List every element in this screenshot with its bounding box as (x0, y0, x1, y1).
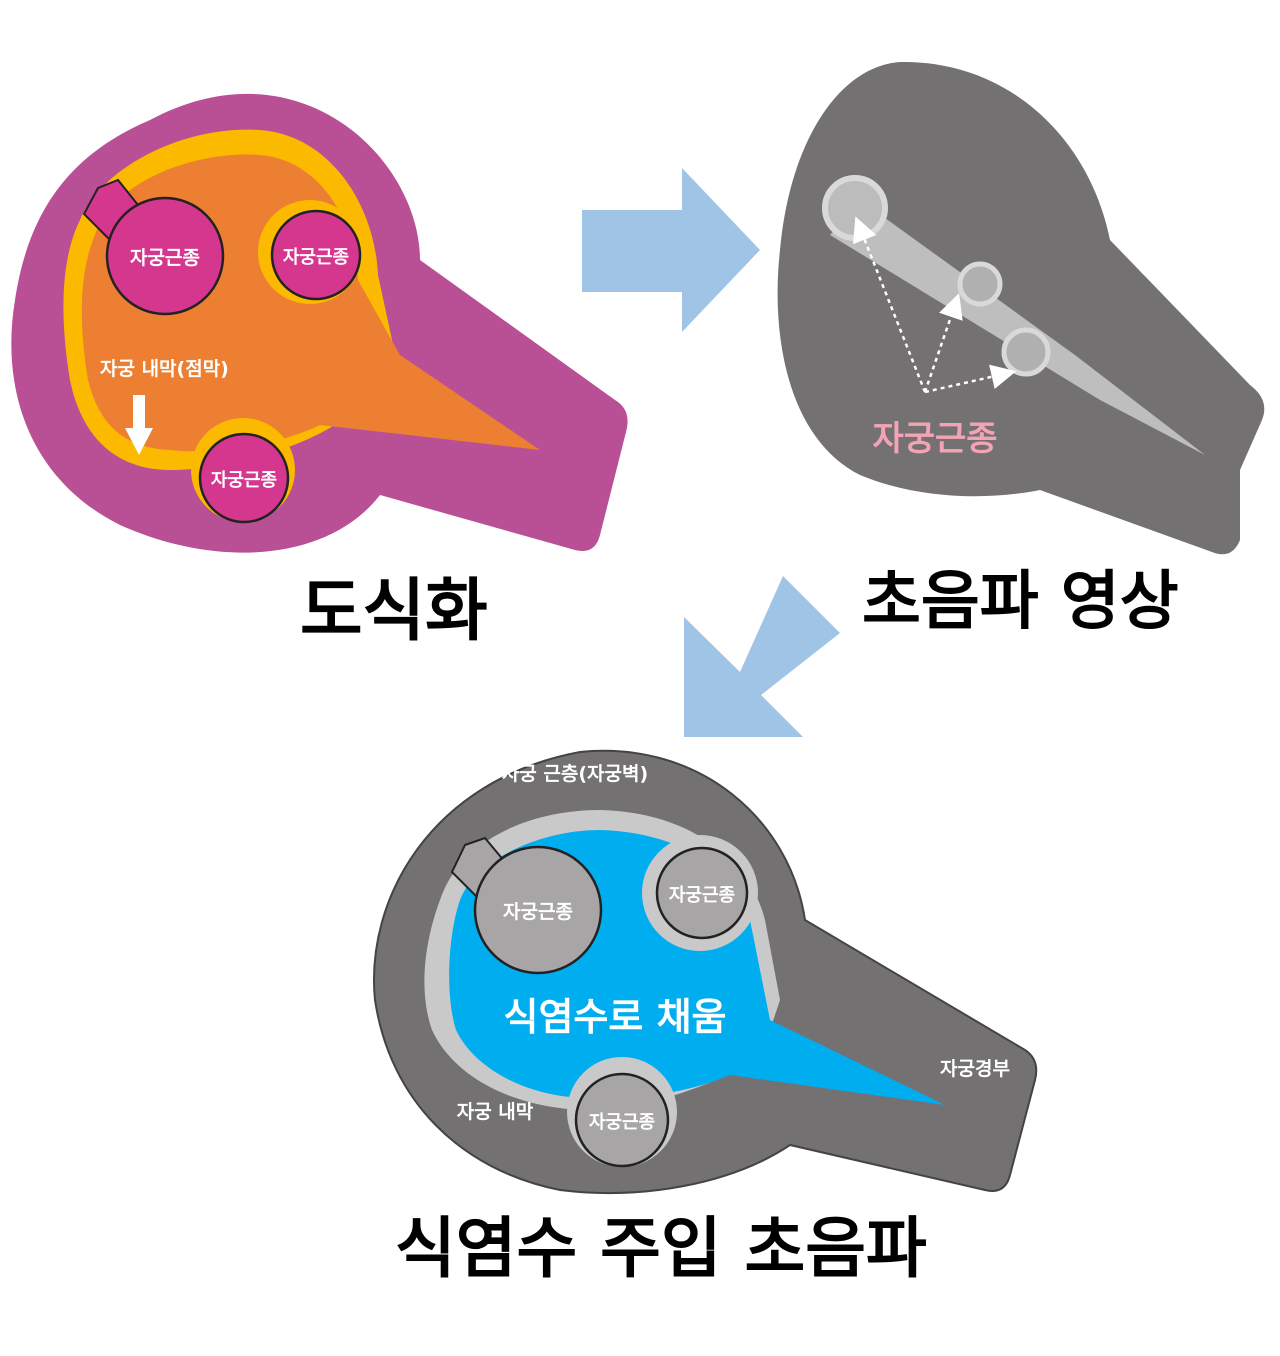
saline-myometrium-label: 자궁 근층(자궁벽) (502, 763, 648, 785)
saline-cervix-label: 자궁경부 (940, 1058, 1010, 1080)
illustration-caption: 도식화 (300, 572, 488, 651)
arrow-down-left-icon (684, 576, 840, 737)
ultrasound-fibroid-label: 자궁근종 (872, 419, 997, 459)
saline-fibroid-label-1: 자궁근종 (503, 901, 573, 923)
ultrasound-caption: 초음파 영상 (862, 565, 1179, 639)
ultrasound-uterus-shape (777, 61, 1265, 555)
fibroid-top-left (105, 196, 225, 316)
illustration-endometrium-label: 자궁 내막(점막) (100, 358, 229, 380)
saline-fibroid-label-3: 자궁근종 (589, 1112, 655, 1133)
saline-fibroid-bottom (574, 1072, 670, 1168)
arrow-right-icon (582, 168, 760, 332)
saline-fibroid-top-left (473, 845, 603, 975)
down-arrow-icon (125, 395, 153, 455)
illustration-panel (11, 93, 628, 553)
ultrasound-fibroid-3 (1001, 327, 1051, 377)
saline-fibroid-right (655, 846, 749, 940)
illustration-fibroid-label-2: 자궁근종 (283, 247, 349, 268)
illustration-fibroid-label-3: 자궁근종 (211, 470, 277, 491)
ultrasound-panel (777, 61, 1265, 555)
saline-panel (373, 749, 1038, 1194)
saline-caption: 식염수 주입 초음파 (395, 1210, 927, 1287)
saline-fill-label: 식염수로 채움 (504, 995, 727, 1039)
ultrasound-fibroid-1 (822, 175, 888, 241)
fibroid-bottom (198, 432, 290, 524)
pointer-lines (852, 216, 1017, 394)
saline-endometrium-label: 자궁 내막 (457, 1101, 534, 1123)
saline-fibroid-label-2: 자궁근종 (669, 885, 735, 906)
ultrasound-fibroid-2 (957, 261, 1003, 307)
ultrasound-echo-band (830, 200, 1205, 455)
illustration-fibroid-label-1: 자궁근종 (130, 247, 200, 269)
fibroid-right (270, 209, 362, 301)
